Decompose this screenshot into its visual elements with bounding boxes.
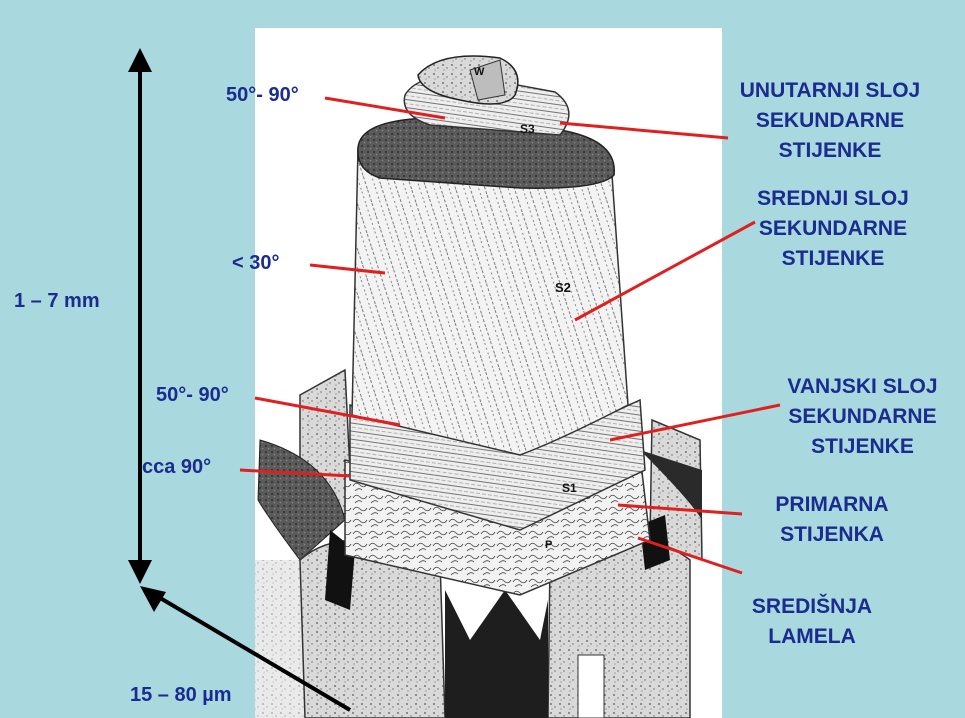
- dimension-arrows: [128, 48, 352, 712]
- leader-s3-layer: [559, 121, 729, 140]
- outer-layer-line-3: STIJENKE: [811, 435, 914, 458]
- middle-lamella-line-2: LAMELA: [768, 625, 856, 648]
- s3-angle-label: 50°- 90°: [226, 84, 299, 106]
- leader-s1-layer: [609, 403, 781, 442]
- outer-layer-line-1: VANJSKI SLOJ: [787, 375, 938, 398]
- leader-primary-angle: [239, 468, 351, 478]
- tag-s2: S2: [555, 280, 571, 295]
- primary-angle-label: cca 90°: [142, 456, 212, 478]
- inner-layer-label: UNUTARNJI SLOJ SEKUNDARNE STIJENKE: [700, 76, 960, 166]
- middle-layer-line-2: SEKUNDARNE: [758, 217, 908, 240]
- tag-s3: S3: [520, 122, 535, 136]
- inner-layer-line-2: SEKUNDARNE: [755, 109, 905, 132]
- middle-layer-line-1: SREDNJI SLOJ: [757, 187, 909, 210]
- neighbour-cells: [257, 368, 703, 718]
- outer-layer-label: VANJSKI SLOJ SEKUNDARNE STIJENKE: [760, 372, 965, 462]
- leader-lines: [239, 96, 781, 575]
- outer-layer-line-2: SEKUNDARNE: [788, 405, 937, 428]
- leader-primary-layer: [617, 503, 743, 516]
- primary-wall-line-1: PRIMARNA: [775, 493, 889, 516]
- tag-s1: S1: [562, 481, 577, 495]
- middle-lamella-label: SREDIŠNJA LAMELA: [712, 592, 912, 652]
- inner-layer-line-3: STIJENKE: [778, 139, 882, 162]
- width-arrow-line: [148, 590, 352, 712]
- primary-wall-line-2: STIJENKA: [780, 523, 884, 546]
- leader-s3-angle: [324, 96, 446, 120]
- middle-layer-line-3: STIJENKE: [781, 247, 885, 270]
- tag-p: P: [545, 539, 552, 551]
- leader-s2-angle: [309, 263, 386, 275]
- leader-lamella: [637, 536, 743, 575]
- leader-s1-angle: [254, 396, 401, 427]
- leader-s2-layer: [574, 220, 756, 322]
- width-arrow-head: [140, 586, 166, 612]
- s1-angle-label: 50°- 90°: [156, 384, 229, 406]
- inner-layer-line-1: UNUTARNJI SLOJ: [739, 79, 921, 102]
- tag-w: W: [474, 66, 485, 78]
- s3-rim: [357, 117, 615, 189]
- middle-layer-label: SREDNJI SLOJ SEKUNDARNE STIJENKE: [718, 184, 948, 274]
- height-arrow-head-top: [128, 48, 152, 72]
- middle-lamella-line-1: SREDIŠNJA: [751, 595, 873, 618]
- height-range-label: 1 – 7 mm: [14, 290, 100, 312]
- primary-wall-label: PRIMARNA STIJENKA: [732, 490, 932, 550]
- height-arrow-head-bottom: [128, 560, 152, 584]
- s2-angle-label: < 30°: [232, 252, 280, 274]
- width-range-label: 15 – 80 µm: [130, 684, 232, 706]
